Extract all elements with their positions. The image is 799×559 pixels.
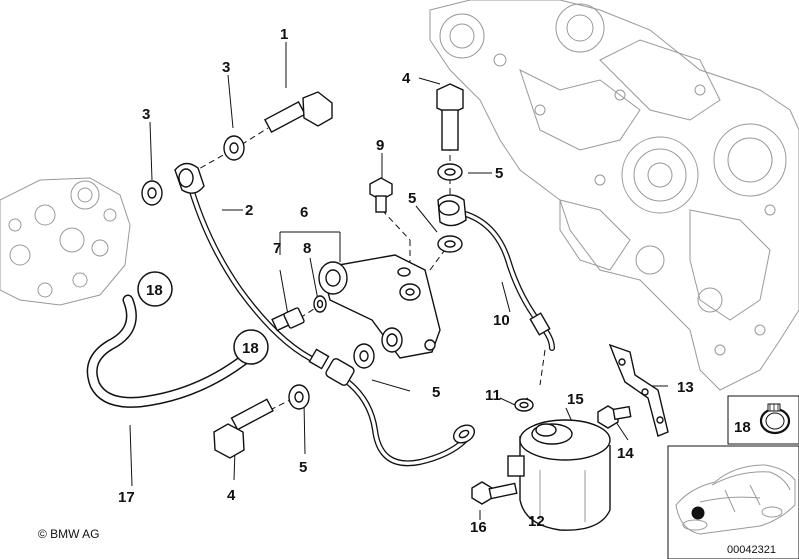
circled-callout-18b: 18 [233,329,269,365]
callout-4b: 4 [227,487,236,504]
suction-hose [86,294,256,408]
steering-pump [0,177,131,306]
callout-4a: 4 [402,70,411,87]
svg-text:18: 18 [146,282,163,299]
leader-lines [129,42,668,521]
washers [141,135,534,412]
callout-14: 14 [617,445,634,462]
pressure-hose [174,162,476,467]
callout-2: 1 [280,26,288,43]
callout-16: 16 [470,519,487,536]
callout-17: 17 [118,489,135,506]
inset-car-box [667,445,799,559]
callout-3b: 3 [142,106,150,123]
circled-callout-18a: 18 [137,271,173,307]
bolt-16 [471,481,518,505]
callout-7: 7 [273,240,281,257]
callout-labels: 1 3 3 4 5 9 5 2 6 7 8 10 5 11 15 13 14 4… [118,26,694,536]
callout-5d: 5 [299,459,307,476]
copyright: © BMW AG [38,527,100,541]
bolt-9 [369,177,393,213]
car-silhouette-icon [675,464,796,535]
callout-15: 15 [567,391,584,408]
engine-timing-case [429,0,799,391]
hose-clamp-icon [759,403,791,435]
callout-5a: 5 [495,165,503,182]
banjo-bolt-bottom [213,398,274,459]
banjo-bolt-top [263,91,333,134]
callout-3a: 3 [222,59,230,76]
document-id: 00042321 [727,544,776,556]
banjo-bolt-right [436,83,464,151]
bracket-13 [608,343,669,437]
callout-9: 9 [376,137,384,154]
callout-8: 8 [303,240,311,257]
location-marker-icon [691,506,705,520]
return-line [437,194,555,351]
svg-text:18: 18 [242,340,259,357]
callout-5b: 5 [408,190,416,207]
callout-1: 2 [245,202,253,219]
filter-housing [507,419,611,531]
callout-13: 13 [677,379,694,396]
callout-10: 10 [493,312,510,329]
callout-18-inset: 18 [734,419,751,436]
callout-6: 6 [300,204,308,221]
inset-clamp-box: 18 [727,395,799,445]
callout-12: 12 [528,513,545,530]
valve-block [318,254,441,359]
valve-7 [271,307,305,332]
callout-5c: 5 [432,384,440,401]
bolt-14 [597,405,632,429]
callout-11: 11 [485,387,501,404]
